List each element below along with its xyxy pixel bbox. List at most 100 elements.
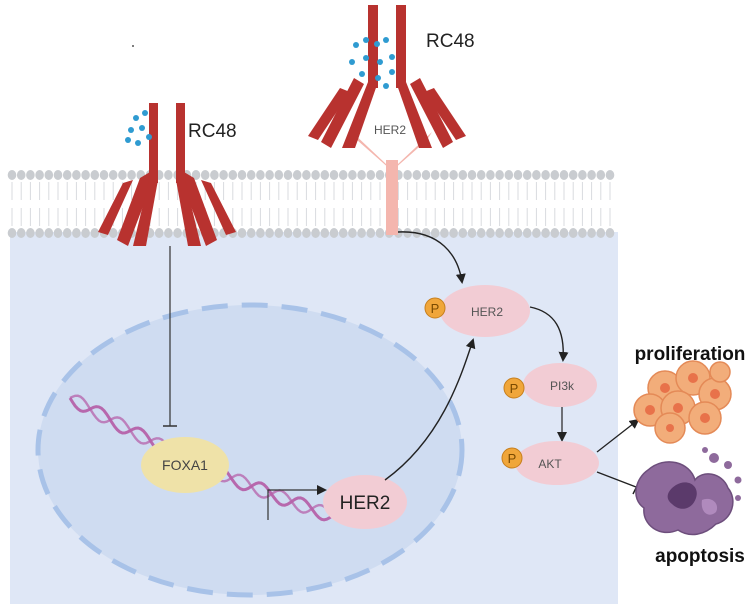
arrow-her2-to-pi3k bbox=[529, 306, 569, 362]
membrane-bead bbox=[495, 170, 504, 180]
membrane-bead bbox=[274, 228, 284, 238]
membrane-bead bbox=[495, 228, 504, 238]
membrane-bead bbox=[62, 228, 72, 238]
membrane-bead bbox=[559, 170, 569, 180]
membrane-bead bbox=[532, 170, 541, 180]
membrane-bead bbox=[578, 228, 587, 238]
nucleus bbox=[35, 302, 465, 598]
membrane-bead bbox=[164, 228, 173, 238]
membrane-bead bbox=[302, 228, 311, 238]
arrow-akt-to-proliferation bbox=[596, 418, 640, 453]
her2-gene-label: HER2 bbox=[340, 493, 391, 514]
node-her2-gene bbox=[323, 475, 407, 529]
membrane-bead bbox=[283, 228, 293, 238]
membrane-bead bbox=[200, 170, 210, 180]
membrane-bead bbox=[246, 170, 256, 180]
membrane-bead bbox=[265, 170, 274, 180]
membrane-bead bbox=[154, 228, 164, 238]
foxa1-label: FOXA1 bbox=[162, 457, 208, 473]
membrane-bead bbox=[486, 170, 495, 180]
membrane-bead bbox=[532, 228, 541, 238]
membrane-bead bbox=[366, 228, 376, 238]
rc48-label-left: RC48 bbox=[188, 121, 237, 142]
membrane-bead bbox=[219, 170, 228, 180]
membrane-bead bbox=[458, 170, 468, 180]
membrane-bead bbox=[26, 170, 35, 180]
membrane-bead bbox=[596, 170, 606, 180]
membrane-bead bbox=[35, 228, 44, 238]
membrane-bead bbox=[357, 170, 366, 180]
inhibit-line-apoptosis bbox=[596, 471, 637, 488]
membrane-bead bbox=[72, 228, 81, 238]
membrane-bead bbox=[375, 170, 385, 180]
arrow-receptor-to-her2 bbox=[397, 231, 466, 284]
membrane-bead bbox=[108, 170, 118, 180]
membrane-bead bbox=[228, 170, 238, 180]
membrane-bead bbox=[578, 170, 587, 180]
phospho-label-akt: P bbox=[508, 451, 517, 466]
membrane-bead bbox=[550, 228, 560, 238]
membrane-bead bbox=[256, 228, 265, 238]
membrane-bead bbox=[173, 228, 182, 238]
membrane-bead bbox=[44, 170, 54, 180]
membrane-bead bbox=[274, 170, 284, 180]
membrane-bead bbox=[476, 228, 486, 238]
membrane-bead bbox=[320, 228, 330, 238]
membrane-bead bbox=[467, 228, 477, 238]
membrane-bead bbox=[587, 170, 596, 180]
her2-phospho-label: HER2 bbox=[471, 305, 503, 319]
membrane-bead bbox=[348, 170, 357, 180]
membrane-bead bbox=[311, 228, 320, 238]
membrane-bead bbox=[127, 170, 136, 180]
apoptosis-cells-icon bbox=[635, 447, 742, 536]
membrane-bead bbox=[53, 228, 63, 238]
membrane-bead bbox=[44, 228, 54, 238]
membrane-bead bbox=[246, 228, 256, 238]
membrane-bead bbox=[522, 228, 532, 238]
membrane-bead bbox=[440, 228, 449, 238]
membrane-bead bbox=[118, 170, 127, 180]
membrane-bead bbox=[26, 228, 35, 238]
membrane-bead bbox=[72, 170, 81, 180]
membrane-bead bbox=[53, 170, 63, 180]
membrane-bead bbox=[357, 228, 366, 238]
antibody-rc48-right bbox=[308, 5, 466, 148]
antibody-rc48-left bbox=[98, 103, 236, 246]
membrane-bead bbox=[467, 170, 477, 180]
membrane-bead bbox=[191, 170, 201, 180]
membrane-bead bbox=[237, 170, 247, 180]
drug-payload-right bbox=[349, 37, 395, 89]
membrane-bead bbox=[256, 170, 265, 180]
membrane-bead bbox=[292, 228, 302, 238]
membrane-bead bbox=[62, 170, 72, 180]
her2-receptor-label: HER2 bbox=[374, 123, 406, 137]
membrane-bead bbox=[7, 170, 17, 180]
membrane-bead bbox=[329, 228, 339, 238]
membrane-bead bbox=[605, 170, 615, 180]
membrane-bead bbox=[541, 228, 550, 238]
membrane-bead bbox=[430, 228, 440, 238]
membrane-bead bbox=[403, 228, 412, 238]
drug-payload-left bbox=[125, 110, 152, 146]
cell-membrane bbox=[7, 170, 615, 238]
membrane-bead bbox=[283, 170, 293, 180]
membrane-bead bbox=[430, 170, 440, 180]
membrane-bead bbox=[108, 228, 118, 238]
membrane-bead bbox=[311, 170, 320, 180]
membrane-bead bbox=[366, 170, 376, 180]
membrane-bead bbox=[90, 228, 100, 238]
phospho-badge-pi3k bbox=[503, 377, 525, 399]
membrane-bead bbox=[559, 228, 569, 238]
membrane-bead bbox=[329, 170, 339, 180]
membrane-bead bbox=[16, 228, 26, 238]
membrane-bead bbox=[302, 170, 311, 180]
membrane-bead bbox=[421, 170, 431, 180]
membrane-bead bbox=[99, 170, 109, 180]
apoptosis-label: apoptosis bbox=[655, 546, 745, 567]
membrane-bead bbox=[210, 170, 219, 180]
membrane-bead bbox=[504, 228, 514, 238]
membrane-bead bbox=[412, 170, 422, 180]
arrow-her2-gene-to-her2 bbox=[384, 338, 476, 481]
membrane-bead bbox=[265, 228, 274, 238]
membrane-bead bbox=[476, 170, 486, 180]
